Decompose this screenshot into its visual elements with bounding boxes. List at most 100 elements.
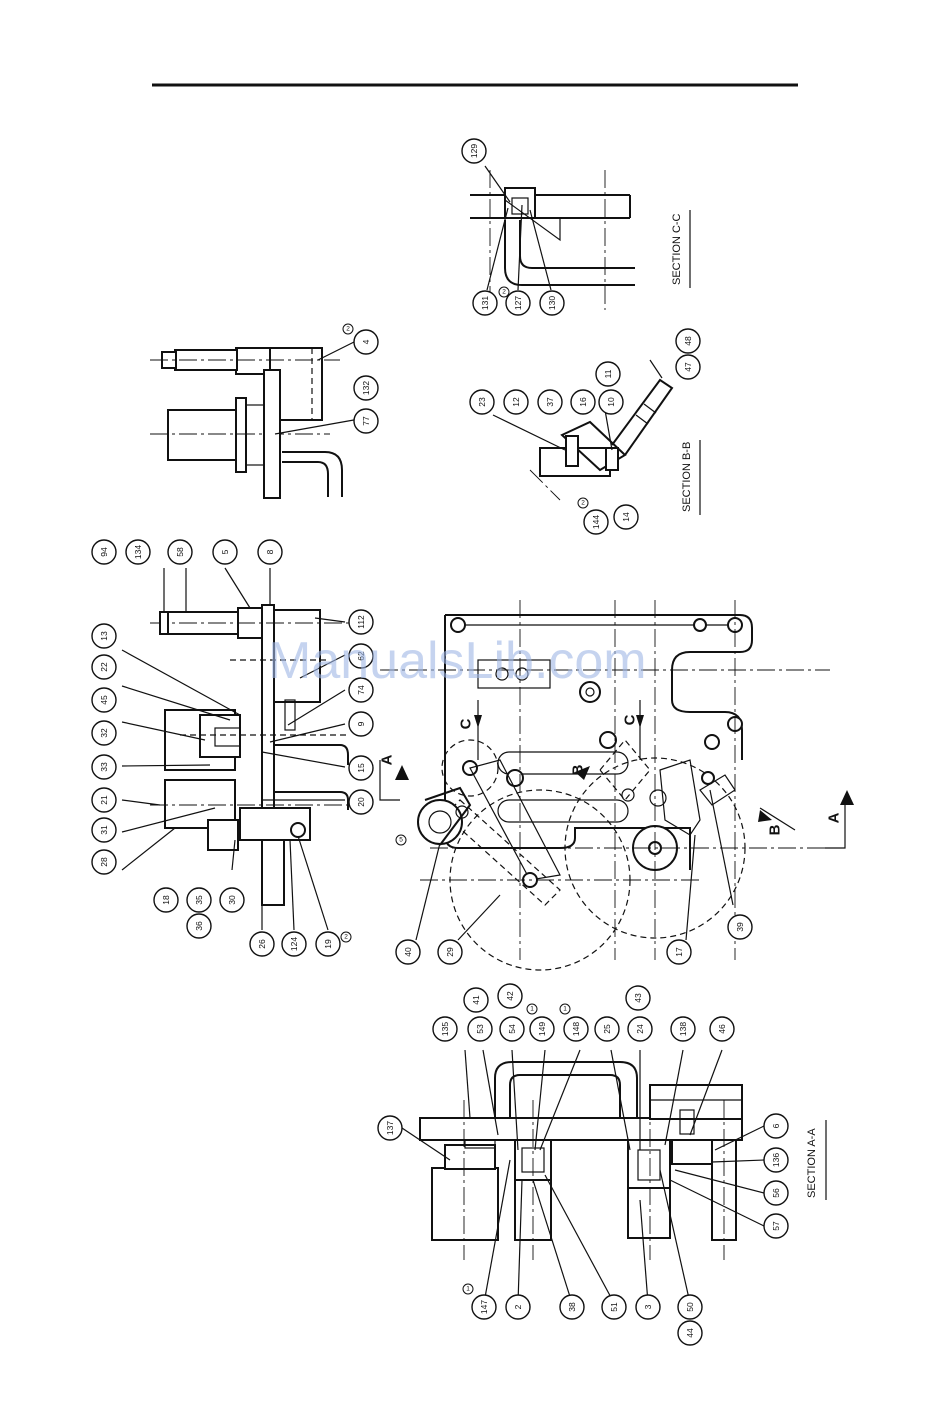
marker-b-left: B	[570, 764, 587, 775]
callout-18: 18	[153, 887, 179, 913]
svg-text:131: 131	[480, 296, 490, 310]
callout-36: 36	[186, 913, 212, 939]
svg-text:11: 11	[603, 369, 613, 378]
svg-text:2: 2	[344, 934, 348, 941]
svg-text:48: 48	[683, 336, 693, 346]
watermark: ManualsLib.com	[268, 632, 647, 690]
section-c-c-label: SECTION C-C	[671, 213, 683, 285]
callout-28: 28	[91, 849, 117, 875]
svg-text:45: 45	[99, 695, 109, 705]
note-marker-2-section-b: 2	[577, 497, 589, 509]
callout-24: 24	[627, 1016, 653, 1042]
callout-58: 58	[167, 539, 193, 565]
svg-text:138: 138	[678, 1022, 688, 1036]
callout-41: 41	[463, 987, 489, 1013]
callout-127: 127	[505, 290, 531, 316]
section-b-b-drawing: SECTION B-B	[529, 378, 701, 515]
callout-148: 148	[563, 1016, 589, 1042]
callout-112: 112	[348, 609, 374, 635]
svg-text:144: 144	[591, 515, 601, 529]
svg-text:127: 127	[513, 296, 523, 310]
callout-4: 4	[353, 329, 379, 355]
callout-51: 51	[601, 1294, 627, 1320]
callout-136: 136	[763, 1147, 789, 1173]
svg-text:37: 37	[545, 397, 555, 407]
svg-text:149: 149	[537, 1022, 547, 1036]
callout-40: 40	[395, 939, 421, 965]
svg-text:94: 94	[99, 547, 109, 557]
callout-43: 43	[625, 985, 651, 1011]
note-marker-1-a1: 1	[526, 1003, 538, 1015]
svg-text:18: 18	[161, 895, 171, 905]
svg-text:13: 13	[99, 631, 109, 641]
side-view-drawing	[150, 604, 350, 906]
note-marker-2-side: 2	[340, 931, 352, 943]
leader-lines	[121, 165, 765, 1304]
callout-42: 42	[497, 983, 523, 1009]
svg-text:129: 129	[469, 144, 479, 158]
svg-text:137: 137	[385, 1121, 395, 1135]
callout-149: 149	[529, 1016, 555, 1042]
note-marker-5-main: 5	[395, 834, 407, 846]
callout-45: 45	[91, 687, 117, 713]
callout-37: 37	[537, 389, 563, 415]
svg-text:26: 26	[257, 939, 267, 949]
callout-44: 44	[677, 1320, 703, 1346]
svg-text:62: 62	[356, 651, 366, 661]
svg-text:6: 6	[771, 1123, 781, 1128]
callout-9: 9	[348, 711, 374, 737]
svg-text:9: 9	[356, 721, 366, 726]
svg-text:39: 39	[735, 922, 745, 932]
svg-text:16: 16	[578, 397, 588, 407]
callout-124: 124	[281, 931, 307, 957]
svg-text:4: 4	[361, 339, 371, 344]
svg-text:134: 134	[133, 545, 143, 559]
callout-32: 32	[91, 720, 117, 746]
callout-53: 53	[467, 1016, 493, 1042]
svg-text:20: 20	[356, 797, 366, 807]
svg-text:57: 57	[771, 1221, 781, 1231]
svg-text:77: 77	[361, 416, 371, 426]
section-c-c-drawing: SECTION C-C	[470, 170, 691, 310]
callout-20: 20	[348, 789, 374, 815]
callout-6: 6	[763, 1113, 789, 1139]
marker-a-left: A	[379, 754, 396, 765]
svg-text:43: 43	[633, 993, 643, 1003]
callout-129: 129	[461, 138, 487, 164]
svg-text:135: 135	[440, 1022, 450, 1036]
callout-35: 35	[186, 887, 212, 913]
svg-text:21: 21	[99, 795, 109, 805]
note-marker-2-section-c: 2	[498, 286, 510, 298]
callout-14: 14	[613, 504, 639, 530]
svg-text:5: 5	[220, 549, 230, 554]
svg-text:1: 1	[466, 1286, 470, 1293]
svg-text:36: 36	[194, 921, 204, 931]
callout-50: 50	[677, 1294, 703, 1320]
svg-text:1: 1	[563, 1006, 567, 1013]
svg-text:50: 50	[685, 1302, 695, 1312]
svg-text:12: 12	[511, 397, 521, 407]
svg-text:130: 130	[547, 296, 557, 310]
svg-text:29: 29	[445, 947, 455, 957]
callout-131: 131	[472, 290, 498, 316]
svg-text:47: 47	[683, 362, 693, 372]
svg-text:28: 28	[99, 857, 109, 867]
callout-29: 29	[437, 939, 463, 965]
svg-text:38: 38	[567, 1302, 577, 1312]
section-a-a-drawing: SECTION A-A	[419, 1061, 827, 1260]
svg-text:15: 15	[356, 763, 366, 773]
callout-12: 12	[503, 389, 529, 415]
callout-57: 57	[763, 1213, 789, 1239]
svg-text:33: 33	[99, 762, 109, 772]
svg-text:40: 40	[403, 947, 413, 957]
svg-text:31: 31	[99, 825, 109, 835]
callout-46: 46	[709, 1016, 735, 1042]
callout-38: 38	[559, 1294, 585, 1320]
callout-39: 39	[727, 914, 753, 940]
callout-10: 10	[598, 389, 624, 415]
callout-30: 30	[219, 887, 245, 913]
marker-c-left: C	[458, 718, 475, 729]
note-marker-1-a3: 1	[462, 1283, 474, 1295]
callout-147: 147	[471, 1294, 497, 1320]
